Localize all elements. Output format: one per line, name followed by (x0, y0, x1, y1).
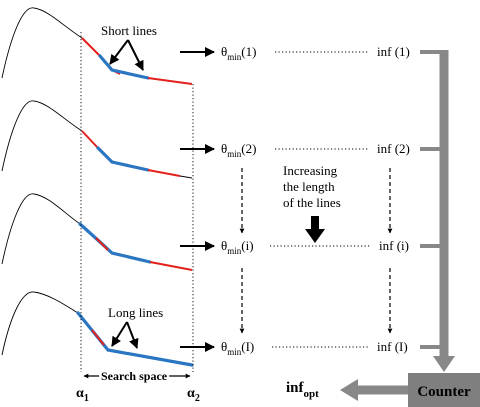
theta-min-I: θmin(I) (221, 339, 254, 357)
red-segment-3a (95, 237, 109, 251)
counter-label: Counter (417, 384, 471, 400)
curve-panel-4 (1, 291, 194, 367)
row-2: θmin(2) inf (2) (180, 141, 410, 159)
search-space-label: Search space (101, 369, 168, 383)
alpha2-label: α2 (187, 386, 200, 404)
blue-line-2a (96, 146, 114, 164)
output-arrow (340, 379, 408, 401)
inf-i: inf (i) (379, 238, 409, 253)
red-segment-1a (81, 37, 101, 57)
short-lines-arrow-left (109, 39, 129, 65)
blue-line-4 (76, 311, 194, 367)
blue-line-1b (110, 68, 150, 80)
red-segment-3b (149, 261, 193, 271)
inf-opt-label: infopt (286, 380, 319, 400)
increasing-down-arrow (305, 216, 325, 243)
theta-min-1: θmin(1) (221, 44, 256, 62)
red-segment-2a (81, 130, 99, 149)
increasing-label-line1: Increasing (283, 163, 338, 178)
increasing-label-line3: of the lines (283, 195, 341, 210)
red-segment-1c (147, 77, 193, 85)
inf-1: inf (1) (377, 44, 410, 59)
blue-line-1a (98, 54, 114, 72)
long-lines-arrow-left (111, 321, 128, 347)
row-3: θmin(i) inf (i) (180, 238, 409, 256)
curve-panel-3 (1, 193, 193, 271)
curve-1 (1, 7, 97, 79)
curve-2-tail (179, 175, 193, 179)
increasing-label-line2: the length (283, 179, 335, 194)
blue-line-3 (78, 222, 152, 264)
short-lines-label: Short lines (101, 23, 157, 38)
counter-box (408, 373, 480, 407)
curve-panel-1 (1, 7, 193, 85)
curve-2 (1, 100, 83, 172)
theta-min-2: θmin(2) (221, 141, 256, 159)
long-lines-arrow-right (126, 321, 139, 349)
alpha1-label: α1 (76, 386, 89, 404)
red-segment-2b (147, 169, 181, 177)
aggregation-bus (420, 50, 455, 372)
theta-min-i: θmin(i) (221, 238, 254, 256)
short-lines-arrow-right (127, 39, 144, 71)
inf-I: inf (I) (377, 339, 408, 354)
blue-line-2b (110, 160, 150, 172)
curve-4 (1, 291, 79, 356)
inf-2: inf (2) (377, 141, 410, 156)
red-segment-4 (91, 329, 105, 346)
row-1: θmin(1) inf (1) (180, 44, 410, 62)
long-lines-label: Long lines (108, 305, 163, 320)
curve-3 (1, 193, 81, 265)
row-4: θmin(I) inf (I) (180, 339, 408, 357)
curve-panel-2 (1, 100, 193, 179)
